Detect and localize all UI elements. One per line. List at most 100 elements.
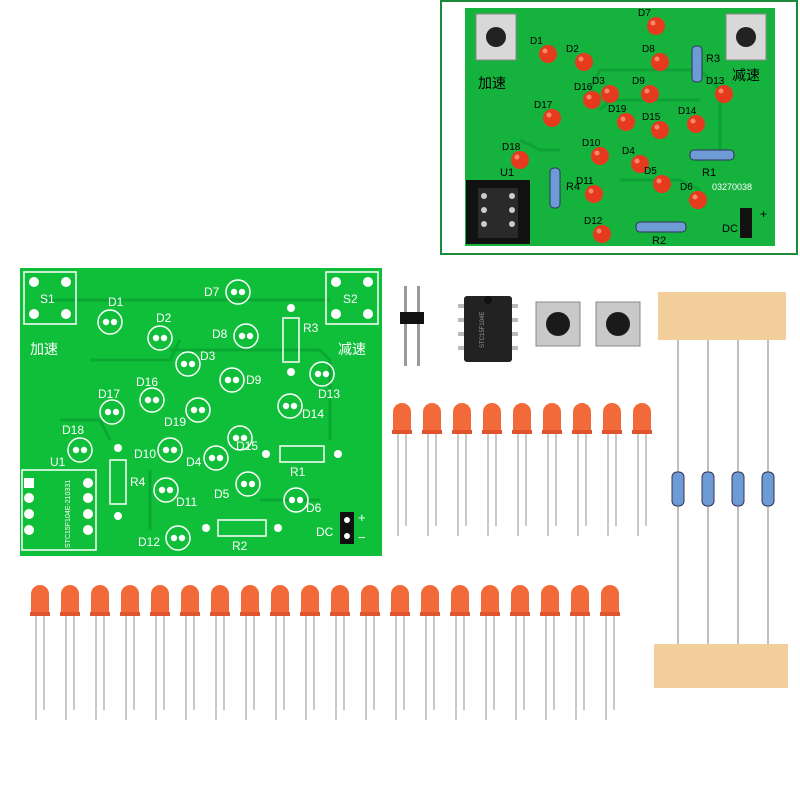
assembled-led-d2: D2	[566, 44, 593, 71]
bare-r2-label: R2	[232, 539, 248, 553]
bare-led-label-d18: D18	[62, 423, 84, 437]
bare-led-footprint-d11: D11	[153, 477, 197, 509]
assembled-led-label-d3: D3	[592, 76, 605, 87]
bare-switch-s2	[325, 271, 379, 325]
bare-led-label-d14: D14	[302, 407, 324, 421]
assembled-led-label-d10: D10	[582, 138, 601, 149]
assembled-led-d3: D3	[592, 76, 619, 103]
assembled-led-d10: D10	[582, 138, 609, 165]
bare-led-footprint-d2: D2	[147, 311, 173, 351]
bare-led-label-d1: D1	[108, 295, 124, 309]
loose-led-bottom-5	[150, 585, 170, 720]
assembled-led-d12: D12	[584, 216, 611, 243]
bare-dc-pads	[340, 512, 354, 544]
assembled-led-label-d8: D8	[642, 44, 655, 55]
bare-label-right: 减速	[338, 342, 366, 358]
bare-led-footprint-d15: D15	[227, 425, 258, 453]
assembled-r4-label: R4	[566, 181, 580, 193]
assembled-led-d9: D9	[632, 76, 659, 103]
bare-led-label-d12: D12	[138, 535, 160, 549]
assembled-led-d5: D5	[644, 166, 671, 193]
bare-dc-label: DC	[316, 525, 334, 539]
tact-switch-left	[475, 13, 517, 61]
bare-led-footprint-d7: D7	[204, 279, 251, 305]
resistor-tape-top	[658, 292, 786, 340]
bare-label-left: 加速	[30, 342, 58, 358]
tact-switch-1	[535, 301, 581, 347]
assembled-led-label-d6: D6	[680, 182, 693, 193]
assembled-resistor-r1	[689, 149, 735, 161]
bare-led-footprint-d4: D4	[186, 445, 229, 471]
assembled-led-d4: D4	[622, 146, 649, 173]
loose-led-bottom-15	[450, 585, 470, 720]
bare-led-label-d10: D10	[134, 447, 156, 461]
bare-led-footprint-d12: D12	[138, 525, 191, 551]
loose-led-bottom-19	[570, 585, 590, 720]
bare-led-footprint-d16: D16	[136, 375, 165, 413]
ic-chip: STC15F104E	[458, 296, 518, 362]
assembled-led-label-d17: D17	[534, 100, 553, 111]
bare-led-footprint-d19: D19	[164, 397, 211, 429]
pin-header	[400, 286, 424, 366]
assembled-led-label-d19: D19	[608, 104, 627, 115]
loose-led-bottom-18	[540, 585, 560, 720]
loose-led-bottom-14	[420, 585, 440, 720]
ic-chip-marking: STC15F104E	[480, 312, 486, 348]
loose-led-top-2	[422, 403, 442, 536]
bare-led-label-d3: D3	[200, 349, 216, 363]
assembled-label-left: 加速	[478, 76, 506, 92]
bare-led-label-d16: D16	[136, 375, 158, 389]
bare-r4-label: R4	[130, 475, 146, 489]
bare-resistor-r3	[282, 317, 300, 363]
bare-led-label-d11: D11	[176, 495, 197, 509]
bare-led-footprint-d9: D9	[219, 367, 262, 393]
assembled-chip-label: U1	[500, 167, 514, 179]
assembled-led-d11: D11	[576, 176, 603, 203]
loose-led-top-9	[632, 403, 652, 536]
bare-resistor-r1	[279, 445, 325, 463]
bare-led-label-d15: D15	[236, 439, 258, 453]
assembled-led-d8: D8	[642, 44, 669, 71]
bare-led-label-d8: D8	[212, 327, 228, 341]
assembled-dc-plus: +	[760, 207, 767, 221]
loose-led-bottom-6	[180, 585, 200, 720]
assembled-led-d1: D1	[530, 36, 557, 63]
bare-led-label-d2: D2	[156, 311, 172, 325]
assembled-led-label-d18: D18	[502, 142, 521, 153]
loose-led-bottom-3	[90, 585, 110, 720]
loose-led-top-6	[542, 403, 562, 536]
assembled-resistor-r3	[691, 45, 703, 83]
assembled-led-label-d7: D7	[638, 8, 651, 19]
assembled-led-d6: D6	[680, 182, 707, 209]
loose-led-bottom-13	[390, 585, 410, 720]
loose-led-top-3	[452, 403, 472, 536]
assembled-led-d19: D19	[608, 104, 635, 131]
assembled-led-label-d12: D12	[584, 216, 603, 227]
bare-resistor-r4	[109, 459, 127, 505]
tact-switch-2	[595, 301, 641, 347]
assembled-led-d7: D7	[638, 8, 665, 35]
bare-led-footprint-d8: D8	[212, 323, 259, 349]
loose-led-bottom-10	[300, 585, 320, 720]
loose-led-top-7	[572, 403, 592, 536]
bare-led-label-d6: D6	[306, 501, 322, 515]
loose-led-bottom-1	[30, 585, 50, 720]
loose-led-top-8	[602, 403, 622, 536]
loose-led-bottom-12	[360, 585, 380, 720]
bare-chip-code: STC15F104E-210331	[65, 480, 72, 548]
bare-u1-label: U1	[50, 455, 66, 469]
bare-led-footprint-d6: D6	[283, 487, 322, 515]
loose-led-top-4	[482, 403, 502, 536]
assembled-label-right: 减速	[732, 68, 760, 84]
assembled-dc-label: DC	[722, 223, 738, 235]
bare-led-footprint-d17: D17	[98, 387, 125, 425]
loose-led-bottom-16	[480, 585, 500, 720]
resistor-tape-bottom	[654, 644, 788, 688]
assembled-r2-label: R2	[652, 235, 666, 247]
bare-led-label-d7: D7	[204, 285, 220, 299]
tact-switch-right	[725, 13, 767, 61]
bare-led-footprint-d13: D13	[309, 361, 340, 401]
